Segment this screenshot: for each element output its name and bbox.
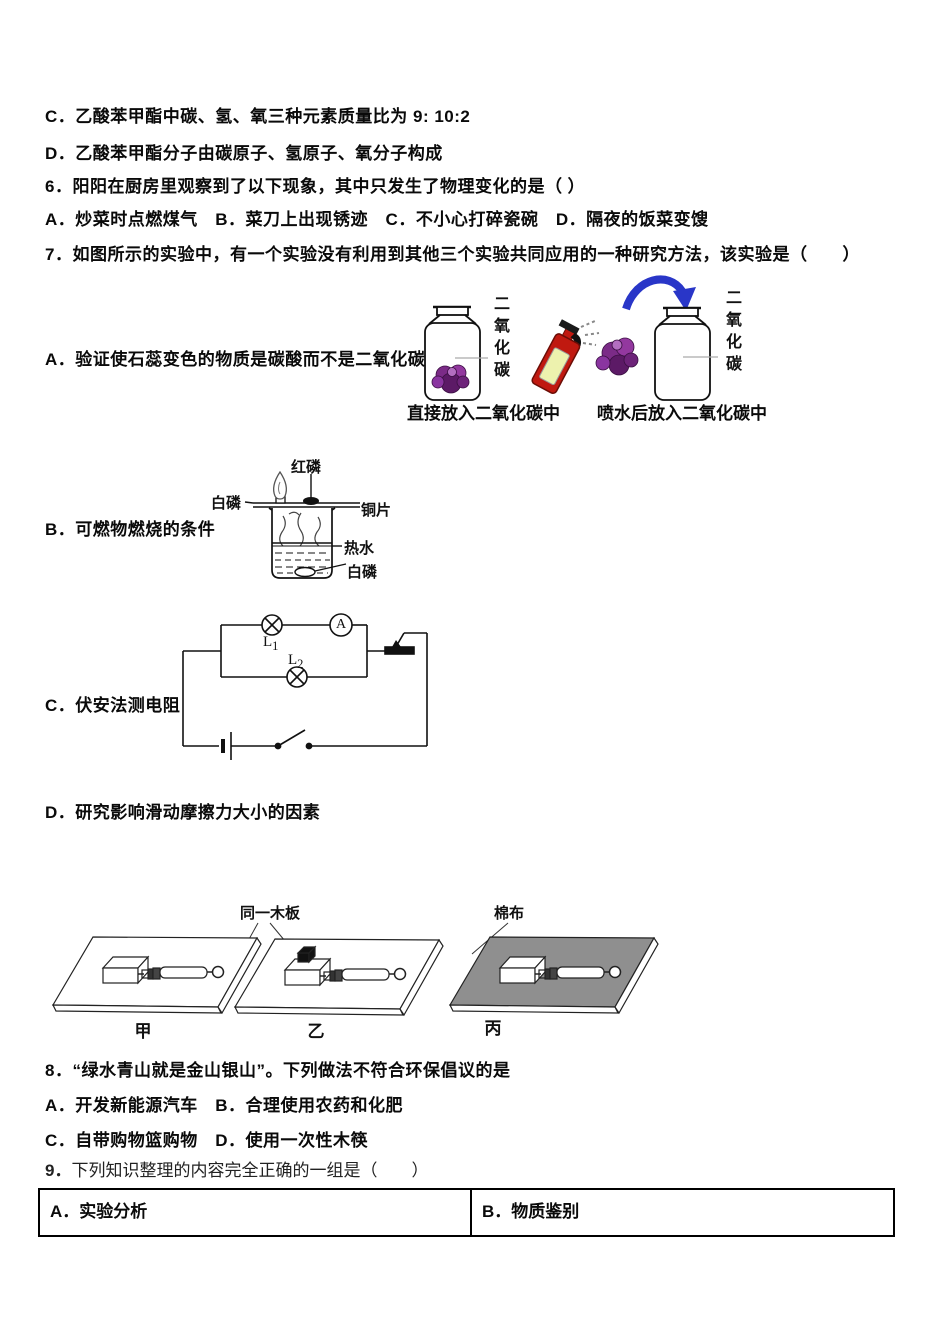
q7-option-c: C．伏安法测电阻 (45, 696, 181, 715)
jar2-caption: 喷水后放入二氧化碳中 (597, 404, 767, 423)
q8-options-cd: C．自带购物篮购物 D．使用一次性木筷 (45, 1131, 369, 1150)
switch-icon (274, 729, 313, 750)
q5-option-c: C．乙酸苯甲酯中碳、氢、氧三种元素质量比为 9: 10:2 (45, 107, 471, 126)
q5-option-d: D．乙酸苯甲酯分子由碳原子、氢原子、氧分子构成 (45, 144, 443, 163)
spray-mist (580, 320, 600, 346)
red-phosphorus-label: 红磷 (291, 459, 322, 476)
weight-on-block (296, 945, 317, 964)
board1-caption: 甲 (134, 1022, 152, 1041)
wood-block (101, 955, 150, 985)
gas-jar-2 (654, 306, 711, 401)
q8-options-ab: A．开发新能源汽车 B．合理使用农药和化肥 (45, 1096, 404, 1115)
fume-squiggles (279, 511, 321, 547)
purple-flower-sprayed (595, 337, 639, 376)
copper-sheet-label: 铜片 (361, 502, 392, 519)
q6-options: A．炒菜时点燃煤气 B．菜刀上出现锈迹 C．不小心打碎瓷碗 D．隔夜的饭菜变馊 (45, 210, 709, 229)
q7-option-a: A．验证使石蕊变色的物质是碳酸而不是二氧化碳 (45, 350, 426, 369)
spring-scale (320, 967, 407, 982)
spring-scale (535, 965, 622, 980)
q7-option-b: B．可燃物燃烧的条件 (45, 520, 216, 539)
q6-stem: 6．阳阳在厨房里观察到了以下现象，其中只发生了物理变化的是（ ） (45, 177, 586, 196)
lamp-l2-icon (286, 666, 308, 688)
q7-option-d: D．研究影响滑动摩擦力大小的因素 (45, 803, 321, 822)
table-cell-experiment-analysis: A．实验分析 (40, 1190, 472, 1235)
wood-block (283, 957, 332, 987)
white-phosphorus-bottom-label: 白磷 (347, 564, 378, 581)
combustion-experiment-figure (244, 470, 360, 579)
ammeter-icon (329, 613, 353, 637)
purple-flower-in-jar (431, 364, 470, 394)
lamp-l2-label: L2 (288, 652, 304, 671)
knowledge-table: A．实验分析 B．物质鉴别 (38, 1188, 895, 1237)
board-yi (233, 938, 444, 1017)
lamp-l1-icon (261, 614, 283, 636)
white-phosphorus-blob (294, 566, 316, 578)
jar1-caption: 直接放入二氧化碳中 (407, 404, 560, 423)
spray-bottle-icon (531, 319, 582, 394)
friction-experiment-figure (51, 922, 659, 1017)
jar2-gas-label: 二氧化碳 (723, 289, 740, 377)
board3-caption: 丙 (484, 1019, 502, 1038)
lamp-l1-label: L1 (263, 634, 279, 653)
ammeter-letter: A (336, 617, 347, 632)
white-phosphorus-pointer (314, 563, 347, 572)
circuit-diagram (182, 613, 428, 760)
beaker (268, 507, 336, 579)
q8-stem: 8．“绿水青山就是金山银山”。下列做法不符合环保倡议的是 (45, 1061, 511, 1080)
board-bing (448, 936, 659, 1015)
board-jia (51, 936, 262, 1015)
red-phosphorus-blob (303, 497, 319, 505)
battery-icon (221, 732, 232, 760)
q7-stem: 7．如图所示的实验中，有一个实验没有利用到其他三个实验共同应用的一种研究方法，该… (45, 245, 860, 264)
flame-icon (273, 470, 287, 500)
jar1-gas-label: 二氧化碳 (491, 295, 508, 383)
q9-number: 9． (45, 1161, 72, 1180)
board2-caption: 乙 (307, 1022, 325, 1041)
spring-scale (138, 965, 225, 980)
copper-plate (244, 501, 360, 508)
co2-jar-experiment-figure (424, 275, 718, 401)
curved-arrow-icon (622, 275, 696, 311)
hot-water-label: 热水 (344, 540, 375, 557)
rheostat (384, 646, 415, 655)
table-cell-substance-identification: B．物质鉴别 (482, 1202, 580, 1221)
same-board-label: 同一木板 (239, 905, 300, 922)
white-phosphorus-top-label: 白磷 (211, 495, 242, 512)
cotton-cloth-label: 棉布 (493, 905, 524, 922)
q9-stem: 下列知识整理的内容完全正确的一组是（ ） (71, 1161, 429, 1180)
rheostat-slider-arrow (392, 640, 401, 647)
wood-block (498, 955, 547, 985)
q9-stem-line: 9．下列知识整理的内容完全正确的一组是（ ） (45, 1156, 428, 1181)
